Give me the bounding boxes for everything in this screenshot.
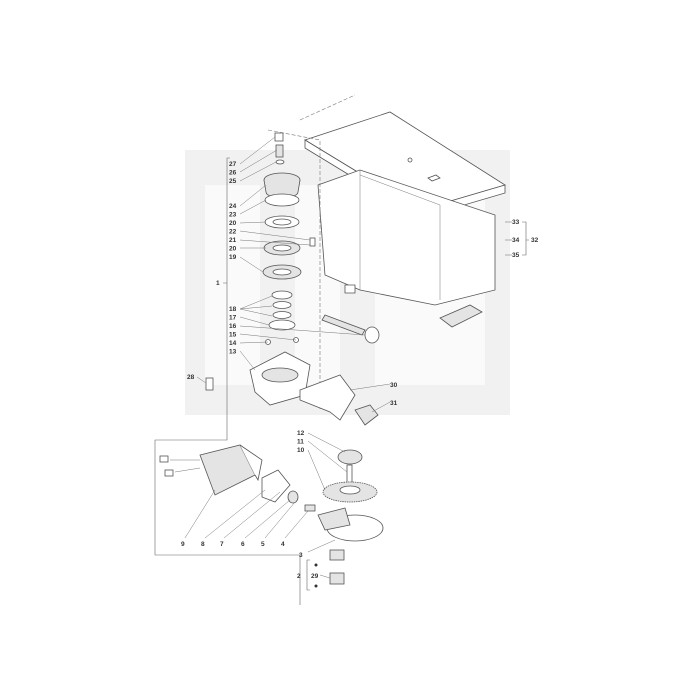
label-17: 17	[229, 315, 237, 322]
label-2: 2	[297, 573, 301, 580]
label-23: 23	[229, 212, 237, 219]
grinder-stack	[205, 132, 316, 406]
label-34: 34	[512, 237, 520, 244]
motor-flange-8	[261, 469, 291, 503]
part-number-labels: 27 26 25 24 23 20 22 21 20 19 1 18 17 16…	[181, 161, 539, 580]
label-32: 32	[531, 237, 539, 244]
label-10: 10	[297, 447, 305, 454]
label-15: 15	[229, 332, 237, 339]
part-6	[287, 490, 299, 504]
hopper-body	[317, 169, 496, 306]
label-9: 9	[181, 541, 185, 548]
label-22: 22	[229, 229, 237, 236]
part-31-lever	[354, 404, 379, 426]
label-14: 14	[229, 340, 237, 347]
label-1: 1	[216, 280, 220, 287]
motor-9	[159, 444, 263, 496]
label-24: 24	[229, 203, 237, 210]
label-11: 11	[297, 439, 304, 446]
label-20: 20	[229, 246, 237, 253]
label-26: 26	[229, 170, 237, 177]
label-5: 5	[261, 541, 265, 548]
label-8: 8	[201, 541, 205, 548]
label-16: 16	[229, 323, 237, 330]
label-25: 25	[229, 178, 237, 185]
label-30: 30	[390, 382, 398, 389]
label-3: 3	[299, 552, 303, 559]
label-13: 13	[229, 349, 237, 356]
label-6: 6	[241, 541, 245, 548]
label-7: 7	[220, 541, 224, 548]
label-28: 28	[187, 374, 195, 381]
label-18: 18	[229, 306, 237, 313]
label-21: 21	[229, 237, 237, 244]
hopper-bracket	[439, 304, 483, 328]
label-20: 20	[229, 220, 237, 227]
label-4: 4	[281, 541, 285, 548]
gear-housing-3	[317, 507, 384, 542]
label-12: 12	[297, 430, 305, 437]
part-30-bracket	[299, 374, 356, 421]
label-27: 27	[229, 161, 237, 168]
label-33: 33	[512, 219, 520, 226]
label-35: 35	[512, 252, 520, 259]
label-19: 19	[229, 254, 237, 261]
bearing-12	[337, 449, 363, 465]
part-29-lower	[329, 572, 345, 585]
part-4	[304, 504, 316, 512]
label-29: 29	[311, 573, 319, 580]
part-29-upper	[329, 549, 345, 561]
label-31: 31	[390, 400, 398, 407]
gear-10	[322, 481, 378, 503]
